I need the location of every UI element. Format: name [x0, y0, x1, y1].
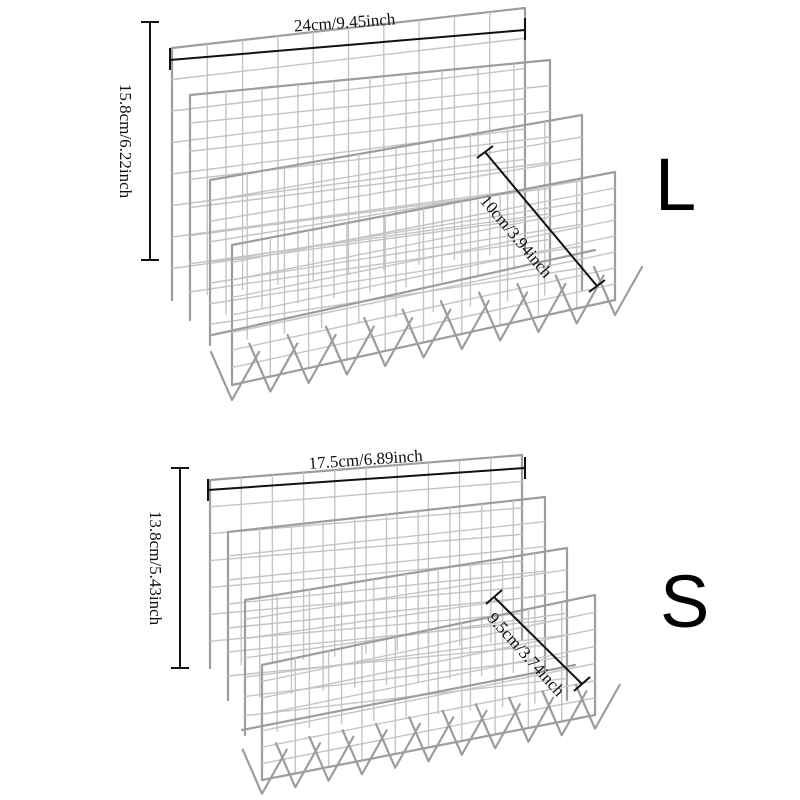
small-width-label: 17.5cm/6.89inch: [308, 446, 424, 473]
large-height-dimension: 15.8cm/6.22inch: [116, 21, 159, 261]
small-rack-panel: [226, 495, 547, 702]
small-height-label: 13.8cm/5.43inch: [146, 511, 165, 626]
large-rack-panel: [230, 170, 617, 387]
large-rack-base: [209, 248, 644, 402]
size-label-large: L: [655, 143, 697, 226]
small-wire-rack: [208, 453, 621, 795]
small-rack-panel: [260, 593, 597, 782]
small-height-dimension: 13.8cm/5.43inch: [146, 467, 189, 669]
large-height-label: 15.8cm/6.22inch: [116, 84, 135, 199]
large-width-label: 24cm/9.45inch: [293, 9, 396, 35]
large-rack-panel: [170, 6, 527, 302]
large-rack-panel: [188, 58, 552, 322]
large-width-dimension: 24cm/9.45inch: [169, 9, 526, 70]
small-rack-panel: [243, 546, 569, 737]
size-label-small: S: [660, 560, 710, 643]
large-wire-rack: [170, 6, 644, 402]
large-depth-dimension: 10cm/3.94inch: [476, 145, 606, 293]
small-rack-base: [240, 663, 621, 795]
